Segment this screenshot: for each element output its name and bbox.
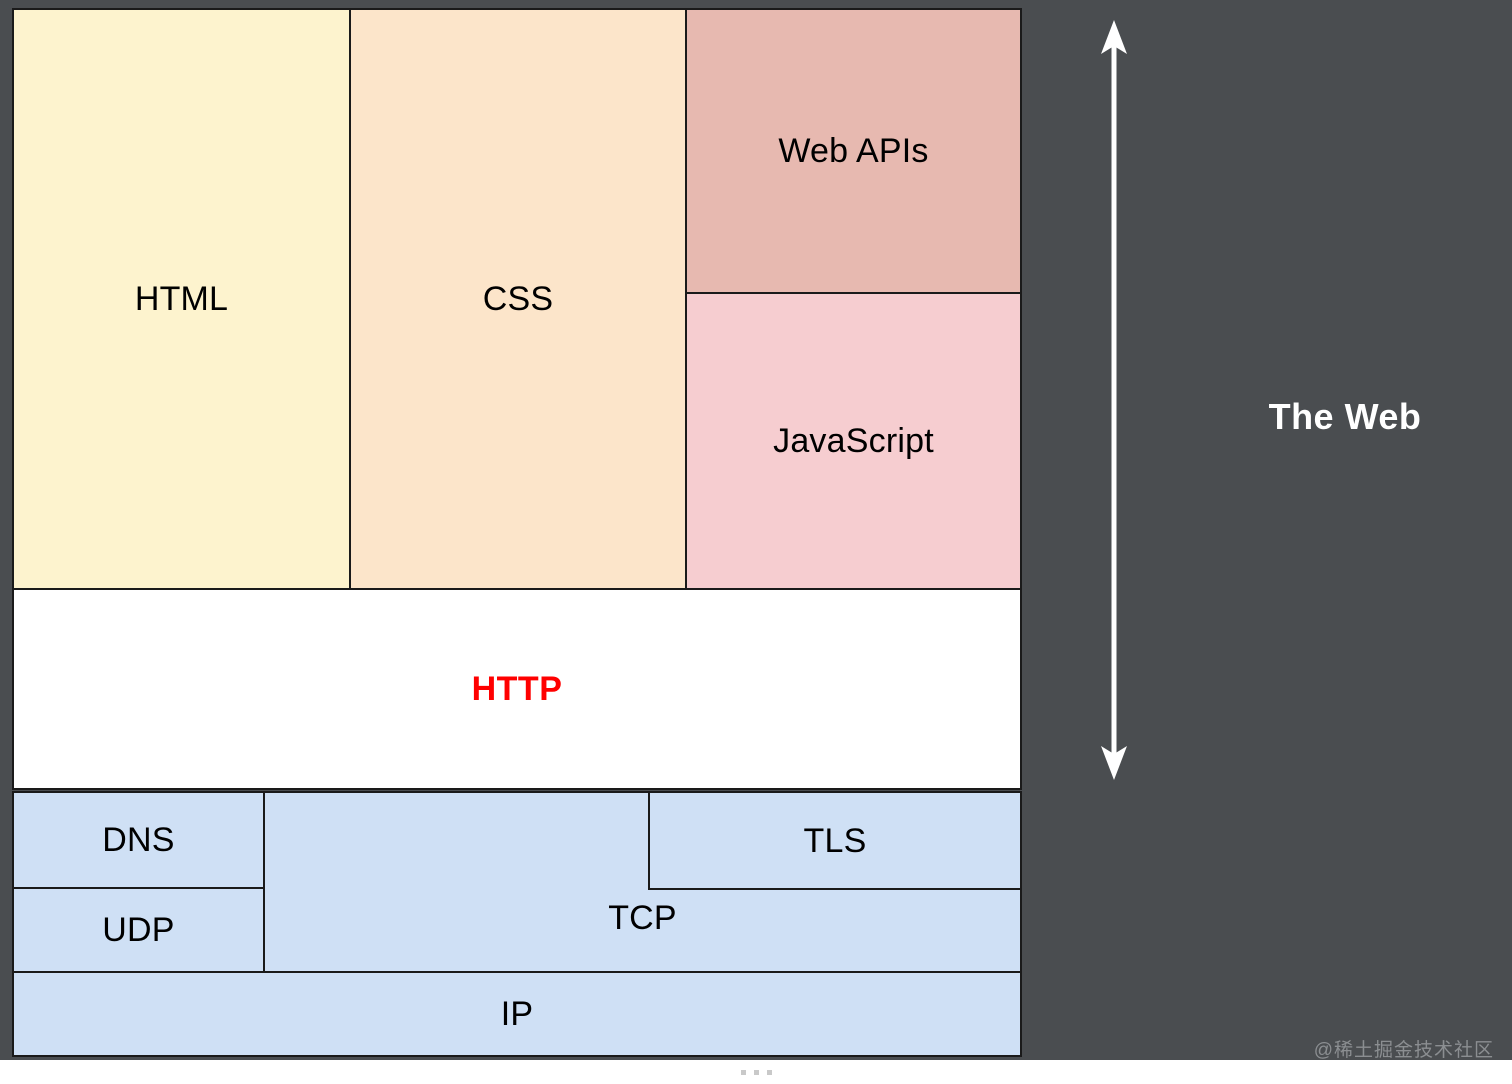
stack-cell-ip: IP (12, 971, 1022, 1057)
stack-cell-css-label: CSS (482, 280, 554, 318)
drag-handle-dot (766, 1069, 772, 1075)
scope-label-the-web: The Web (1268, 396, 1422, 437)
drag-handle-dot (753, 1069, 759, 1075)
stack-cell-tls: TLS (648, 791, 1022, 890)
watermark-text: @稀土掘金技术社区 (1313, 1040, 1494, 1061)
stack-cell-javascript: JavaScript (685, 292, 1022, 590)
stack-cell-dns: DNS (12, 791, 265, 889)
stack-cell-tcp-label: TCP (608, 899, 677, 937)
stack-cell-http: HTTP (12, 588, 1022, 790)
stack-cell-web-apis-label: Web APIs (778, 132, 929, 170)
stack-cell-html: HTML (12, 8, 351, 590)
web-technology-stack-diagram: HTML CSS Web APIs JavaScript HTTP TCP DN… (12, 8, 1022, 1057)
stack-cell-tls-label: TLS (803, 821, 867, 860)
stack-cell-css: CSS (349, 8, 687, 590)
stack-cell-udp: UDP (12, 887, 265, 973)
stack-cell-http-label: HTTP (471, 670, 563, 708)
stack-cell-html-label: HTML (134, 280, 229, 318)
stack-cell-dns-label: DNS (102, 821, 175, 859)
stack-cell-javascript-label: JavaScript (773, 422, 934, 460)
stack-cell-web-apis: Web APIs (685, 8, 1022, 294)
drag-handle-dot (740, 1069, 746, 1075)
stack-cell-udp-label: UDP (102, 911, 175, 949)
drag-handle-icon[interactable] (740, 1069, 772, 1075)
stack-cell-ip-label: IP (500, 995, 534, 1033)
scope-double-arrow-icon (1090, 18, 1138, 782)
bottom-strip (0, 1060, 1512, 1084)
